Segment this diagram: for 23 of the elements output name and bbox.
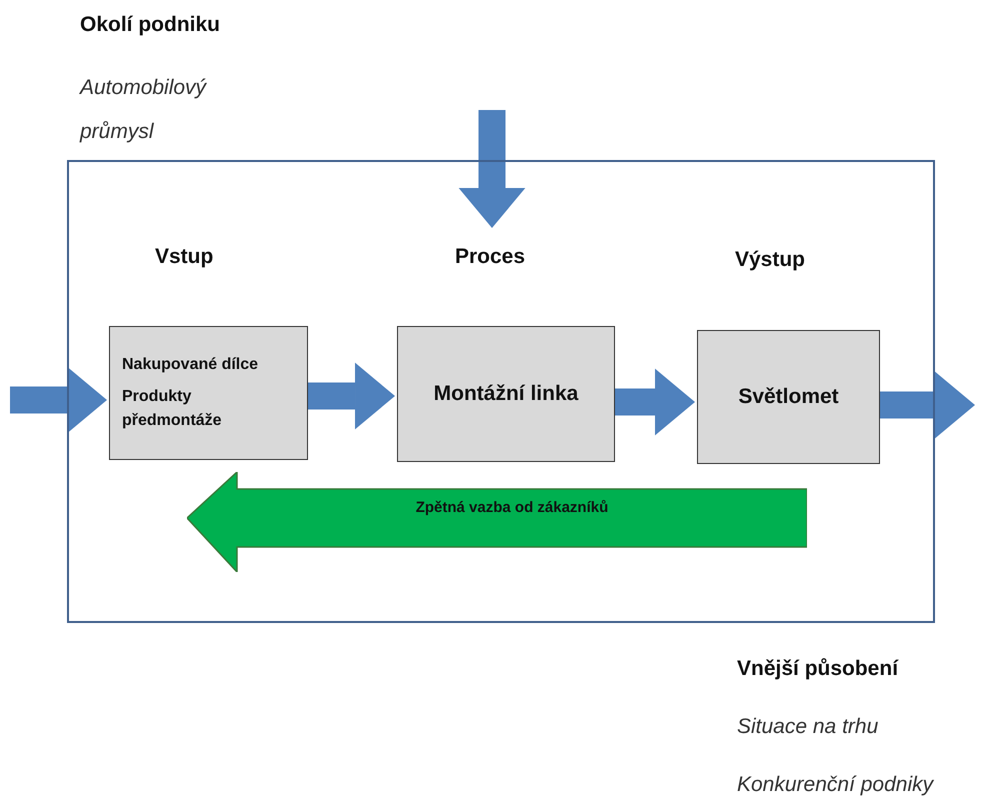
note-text: Automobilový průmysl	[80, 75, 208, 145]
section-heading: Vnější působení	[737, 656, 898, 682]
note-text: Situace na trhu	[737, 714, 878, 740]
block-arrow	[306, 362, 395, 430]
section-heading: Okolí podniku	[80, 12, 220, 38]
section-heading: Výstup	[735, 247, 806, 273]
block-arrow	[878, 372, 975, 438]
section-heading: Proces	[455, 244, 526, 270]
note-text: Konkurenční podniky	[737, 772, 934, 798]
process-box	[397, 326, 615, 462]
feedback-arrow	[187, 472, 807, 572]
box-text: Montážní linka	[432, 381, 580, 408]
system-boundary-frame	[67, 160, 935, 623]
section-heading: Vstup	[155, 244, 214, 270]
box-text: Produkty předmontáže	[122, 387, 223, 431]
block-arrow	[10, 366, 107, 434]
box-text: Světlomet	[737, 384, 840, 410]
block-arrow	[458, 110, 526, 228]
arrow-label: Zpětná vazba od zákazníků	[414, 499, 610, 516]
process-box	[109, 326, 308, 460]
block-arrow	[613, 368, 695, 436]
box-text: Nakupované dílce	[122, 355, 260, 375]
process-box	[697, 330, 880, 464]
